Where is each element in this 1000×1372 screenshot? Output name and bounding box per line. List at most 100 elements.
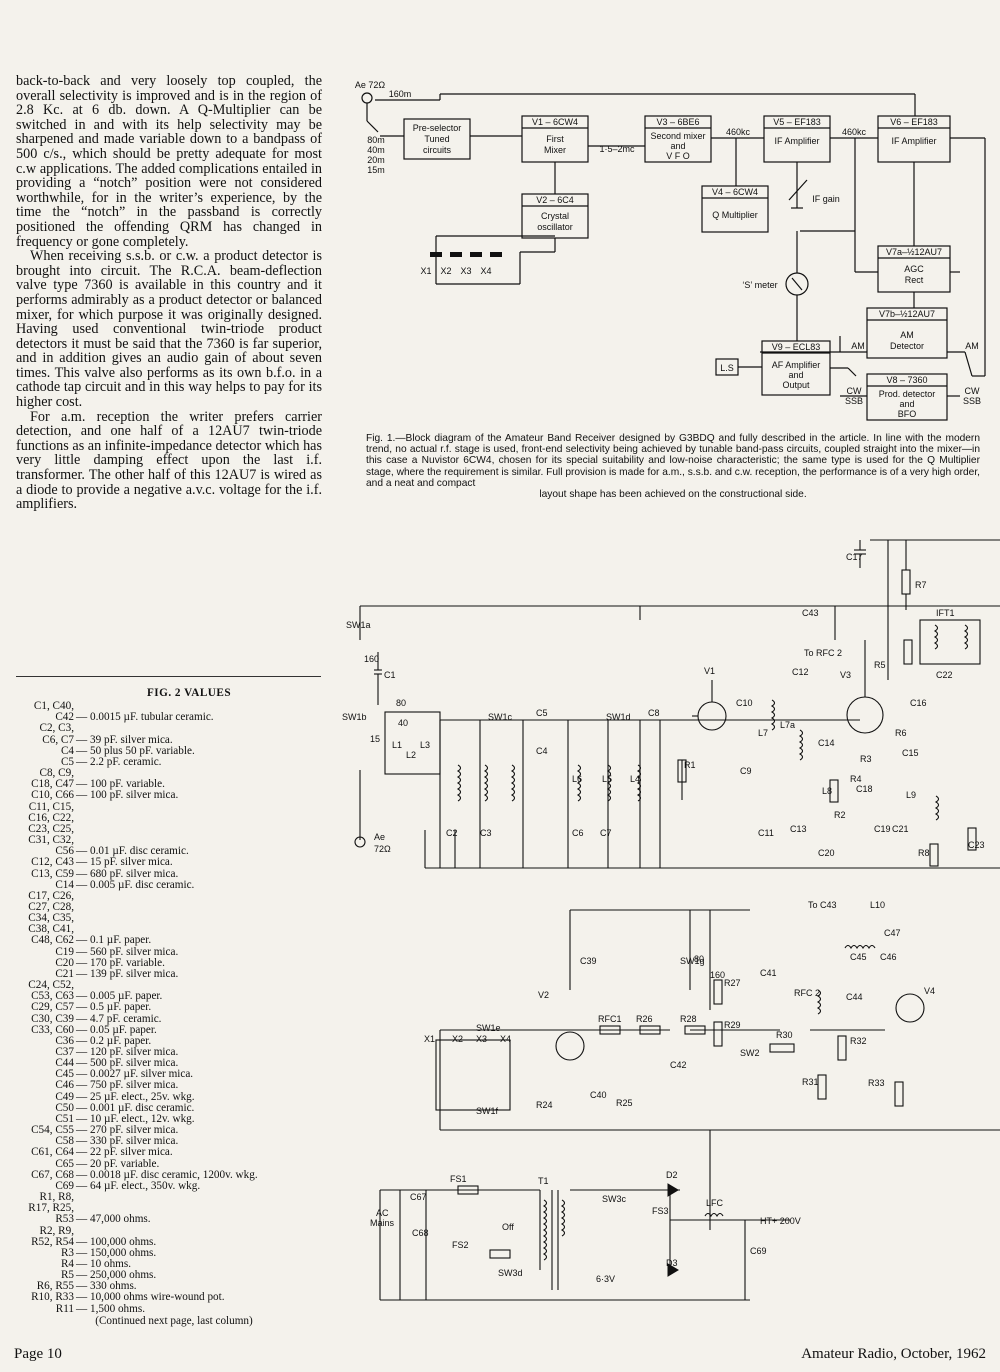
bd-v1-hdr: V1 – 6CW4 — [532, 117, 578, 127]
bd-preselector: circuits — [423, 145, 452, 155]
bd-v3: V F O — [666, 151, 690, 161]
component-value: — 139 pF. silver mica. — [76, 967, 179, 980]
component-ref: R3 — [60, 1246, 74, 1259]
component-value — [74, 891, 76, 902]
schematic-label-l3: L3 — [420, 740, 430, 750]
schematic-label-r27: R27 — [724, 978, 741, 988]
component-value: — 10 ohms. — [76, 1257, 132, 1270]
schematic-label-c4: C4 — [536, 746, 548, 756]
value-row: C10, C66— 100 pF. silver mica. — [14, 790, 324, 801]
schematic-label-c8: C8 — [648, 708, 660, 718]
schematic-label-c43: C43 — [802, 608, 819, 618]
value-row: C38, C41, — [14, 924, 324, 935]
value-row: R53— 47,000 ohms. — [14, 1214, 324, 1225]
value-row: C4— 50 plus 50 pF. variable. — [14, 745, 324, 757]
schematic-label-d2: D2 — [666, 1170, 678, 1180]
component-value: — 120 pF. silver mica. — [76, 1046, 179, 1058]
bd-band: 20m — [367, 155, 385, 165]
value-row: R10, R33— 10,000 ohms wire-wound pot. — [14, 1292, 324, 1303]
schematic-label-c13: C13 — [790, 824, 807, 834]
value-row: C54, C55— 270 pF. silver mica. — [14, 1124, 324, 1136]
component-ref: C58 — [55, 1135, 74, 1148]
schematic-label-l6: L6 — [572, 774, 582, 784]
component-ref: C69 — [55, 1179, 74, 1192]
component-ref: C20 — [55, 956, 74, 969]
bd-v2: Crystal — [541, 211, 569, 221]
value-row: R2, R9, — [14, 1224, 324, 1237]
bd-ae: Ae 72Ω — [355, 80, 386, 90]
schematic-label-c69: C69 — [750, 1246, 767, 1256]
schematic-label-v63: 6·3V — [596, 1274, 615, 1284]
schematic-label-sw160a: 160 — [364, 654, 379, 664]
component-ref: C36 — [55, 1034, 74, 1047]
bd-v1: First — [546, 134, 564, 144]
value-row: C34, C35, — [14, 912, 324, 924]
component-value: — 0.5 µF. paper. — [76, 1001, 152, 1014]
value-row: C50— 0.001 µF. disc ceramic. — [14, 1102, 324, 1114]
schematic-label-v3: V3 — [840, 670, 851, 680]
bd-if1: 1·5–2mc — [599, 144, 635, 154]
bd-ssb: SSB — [845, 396, 863, 406]
bd-cw: CW — [965, 386, 980, 396]
bd-v7a-hdr: V7a–½12AU7 — [886, 247, 942, 257]
value-row: R6, R55— 330 ohms. — [14, 1281, 324, 1292]
bd-v6-hdr: V6 – EF183 — [890, 117, 938, 127]
component-value: — 680 pF. silver mica. — [76, 867, 179, 880]
value-row: C17, C26, — [14, 890, 324, 902]
component-ref: C10, C66 — [31, 789, 74, 802]
schematic-label-c16: C16 — [910, 698, 927, 708]
value-row: C31, C32, — [14, 834, 324, 846]
component-ref: C18, C47 — [31, 778, 74, 791]
component-value: — 250,000 ohms. — [76, 1269, 157, 1282]
value-row: C19— 560 pF. silver mica. — [14, 945, 324, 958]
component-value: — 560 pF. silver mica. — [76, 945, 179, 958]
schematic-label-aeohm: 72Ω — [374, 844, 391, 854]
bd-xtal: X3 — [460, 266, 471, 276]
bd-v3: and — [670, 141, 685, 151]
bd-xtal: X1 — [420, 266, 431, 276]
component-value: — 0.0015 µF. tubular ceramic. — [76, 711, 214, 724]
component-value: — 0.0027 µF. silver mica. — [76, 1068, 194, 1081]
bd-ifgain: IF gain — [812, 194, 840, 204]
schematic-label-ht: HT+ 200V — [760, 1216, 801, 1226]
schematic-label-r32: R32 — [850, 1036, 867, 1046]
bd-v7a: AGC — [904, 264, 924, 274]
schematic-label-r2: R2 — [834, 810, 846, 820]
component-ref: C14 — [55, 878, 74, 891]
component-ref: R2, R9, — [39, 1224, 74, 1237]
schematic-label-l7: L7 — [758, 728, 768, 738]
value-row: R17, R25, — [14, 1203, 324, 1214]
schematic-label-l10: L10 — [870, 900, 885, 910]
component-ref: C24, C52, — [28, 979, 74, 992]
schematic-label-c67: C67 — [410, 1192, 427, 1202]
schematic-label-toc43: To C43 — [808, 900, 837, 910]
schematic-label-c15: C15 — [902, 748, 919, 758]
value-row: C24, C52, — [14, 979, 324, 992]
bd-v3: Second mixer — [650, 131, 705, 141]
schematic-label-sw1e: SW1e — [476, 1023, 501, 1033]
component-ref: C33, C60 — [31, 1023, 74, 1036]
bd-band: 15m — [367, 165, 385, 175]
schematic-label-r29: R29 — [724, 1020, 741, 1030]
bd-v4: Q Multiplier — [712, 210, 758, 220]
component-value: — 0.1 µF. paper. — [76, 934, 152, 947]
schematic-label-r7: R7 — [915, 580, 927, 590]
component-value: — 100,000 ohms. — [76, 1235, 157, 1248]
schematic-label-c10: C10 — [736, 698, 753, 708]
divider — [16, 676, 321, 677]
schematic-label-r30: R30 — [776, 1030, 793, 1040]
schematic-label-sw15: 15 — [370, 734, 380, 744]
bd-xtal: X2 — [440, 266, 451, 276]
component-ref: C38, C41, — [28, 923, 74, 936]
component-ref: C46 — [55, 1079, 74, 1092]
schematic-label-c20: C20 — [818, 848, 835, 858]
bd-band: 40m — [367, 145, 385, 155]
schematic-label-x2: X2 — [452, 1034, 463, 1044]
schematic-label-fs3: FS3 — [652, 1206, 669, 1216]
bd-v7a: Rect — [905, 275, 924, 285]
schematic-label-r3: R3 — [860, 754, 872, 764]
value-row: C36— 0.2 µF. paper. — [14, 1034, 324, 1047]
value-row: R1, R8, — [14, 1191, 324, 1203]
bd-v8-hdr: V8 – 7360 — [886, 375, 927, 385]
